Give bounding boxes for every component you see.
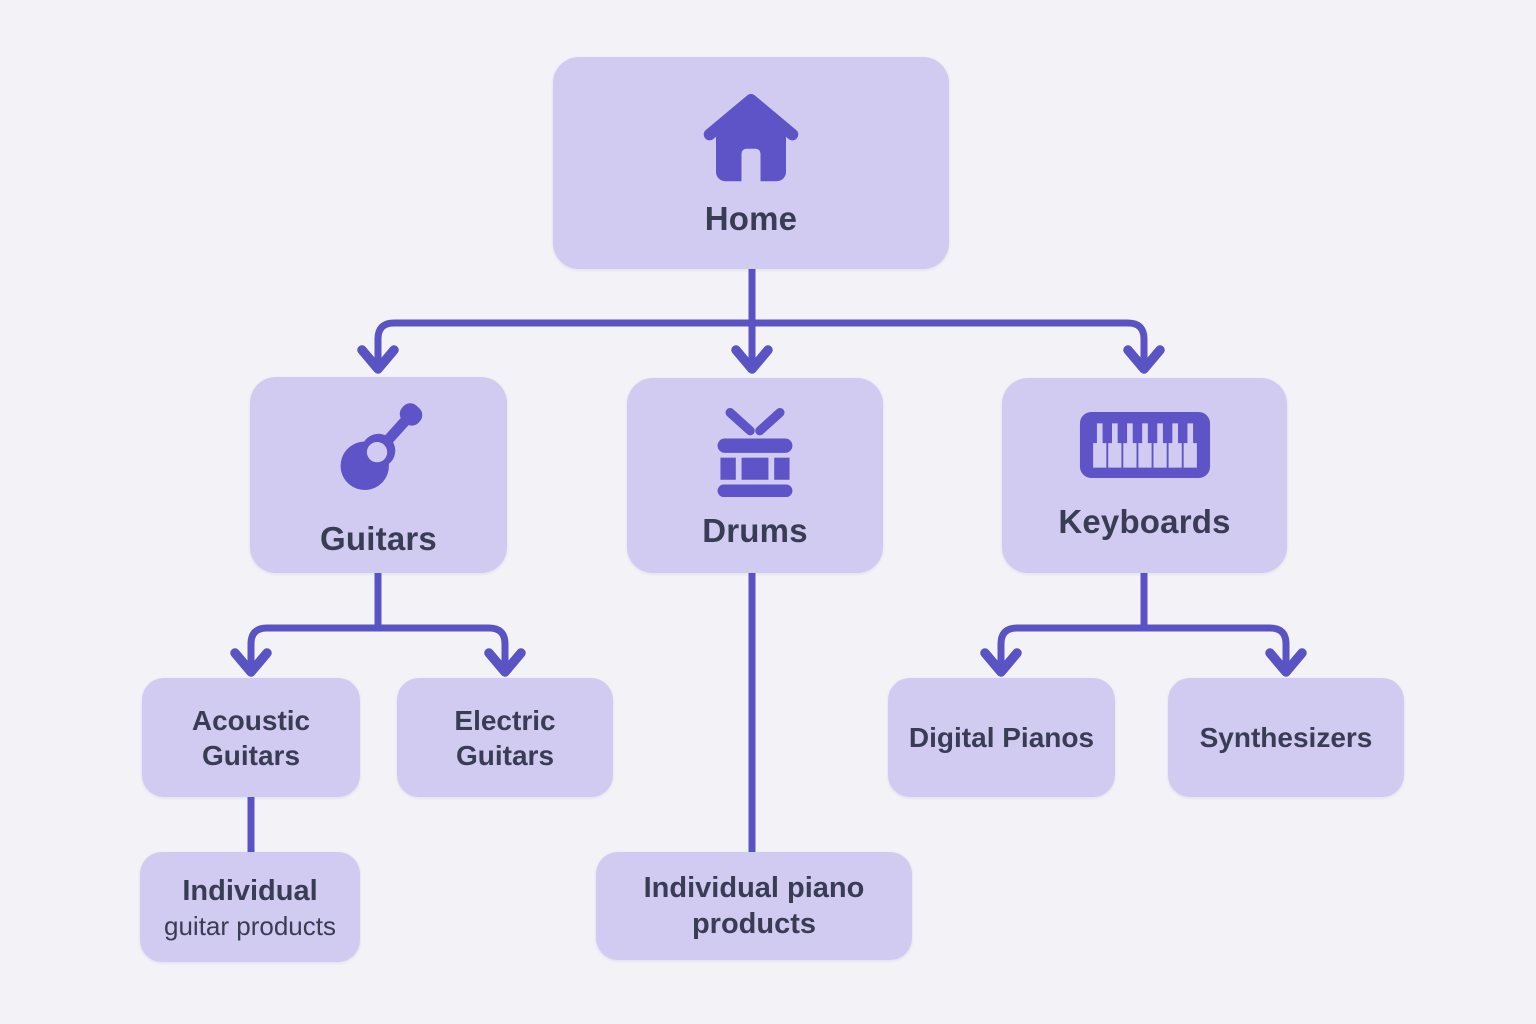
node-drums-label: Drums bbox=[702, 511, 808, 549]
snare-drum-icon bbox=[717, 407, 793, 497]
node-digital-pianos-label: Digital Pianos bbox=[908, 722, 1095, 753]
arrowhead-digital bbox=[980, 648, 1022, 677]
edge-keyboards-bracket bbox=[997, 624, 1290, 667]
node-individual-guitar-products-label: Individual bbox=[182, 875, 318, 908]
node-guitars-label: Guitars bbox=[320, 520, 437, 557]
arrowhead-guitars bbox=[357, 345, 399, 374]
node-synthesizers: Synthesizers bbox=[1168, 678, 1404, 797]
node-electric-guitars: Electric Guitars bbox=[397, 678, 613, 797]
node-guitars: Guitars bbox=[250, 377, 507, 573]
node-keyboards-label: Keyboards bbox=[1058, 502, 1231, 540]
arrowhead-drums bbox=[731, 345, 773, 374]
arrowhead-acoustic bbox=[230, 648, 272, 677]
node-electric-guitars-label: Electric Guitars bbox=[454, 704, 556, 771]
node-home-label: Home bbox=[704, 200, 798, 237]
node-acoustic-guitars: Acoustic Guitars bbox=[142, 678, 360, 797]
node-individual-piano-products-label: Individual piano products bbox=[643, 871, 865, 940]
node-keyboards: Keyboards bbox=[1002, 378, 1287, 573]
node-individual-guitar-products: Individual guitar products bbox=[140, 852, 360, 962]
node-synthesizers-label: Synthesizers bbox=[1199, 722, 1373, 753]
arrowhead-electric bbox=[484, 648, 526, 677]
node-individual-piano-products: Individual piano products bbox=[596, 852, 912, 960]
arrowhead-synth bbox=[1265, 648, 1307, 677]
piano-keyboard-icon bbox=[1079, 411, 1210, 478]
node-individual-guitar-products-sublabel: guitar products bbox=[164, 911, 336, 942]
acoustic-guitar-icon bbox=[340, 403, 422, 490]
node-acoustic-guitars-label: Acoustic Guitars bbox=[191, 704, 311, 771]
home-icon bbox=[703, 93, 799, 182]
edge-guitars-bracket bbox=[247, 624, 509, 667]
edge-home-bracket bbox=[374, 319, 1148, 362]
node-home: Home bbox=[553, 57, 949, 269]
node-drums: Drums bbox=[627, 378, 883, 573]
arrowhead-keyboards bbox=[1123, 345, 1165, 374]
node-digital-pianos: Digital Pianos bbox=[888, 678, 1115, 797]
